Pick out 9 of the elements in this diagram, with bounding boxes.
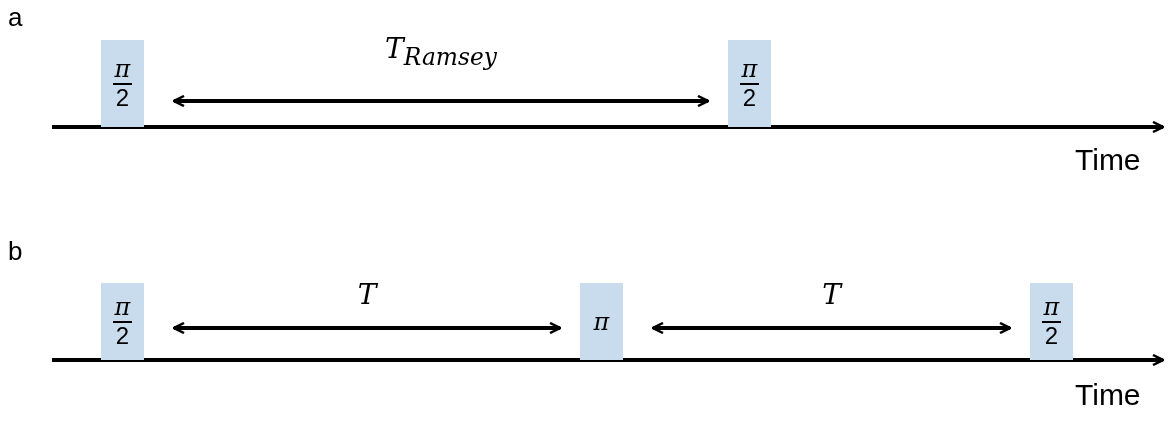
axis-label: Time xyxy=(1075,143,1141,177)
axis-label: Time xyxy=(1075,378,1141,412)
pulse-box: π 2 xyxy=(101,283,144,360)
pulse-box: π 2 xyxy=(101,40,144,127)
pulse-box: π 2 xyxy=(728,40,771,127)
panel-letter: b xyxy=(8,236,23,267)
panel-letter: a xyxy=(8,2,23,33)
pulse-box: π 2 xyxy=(1030,283,1073,360)
pulse-box: π xyxy=(580,283,623,360)
